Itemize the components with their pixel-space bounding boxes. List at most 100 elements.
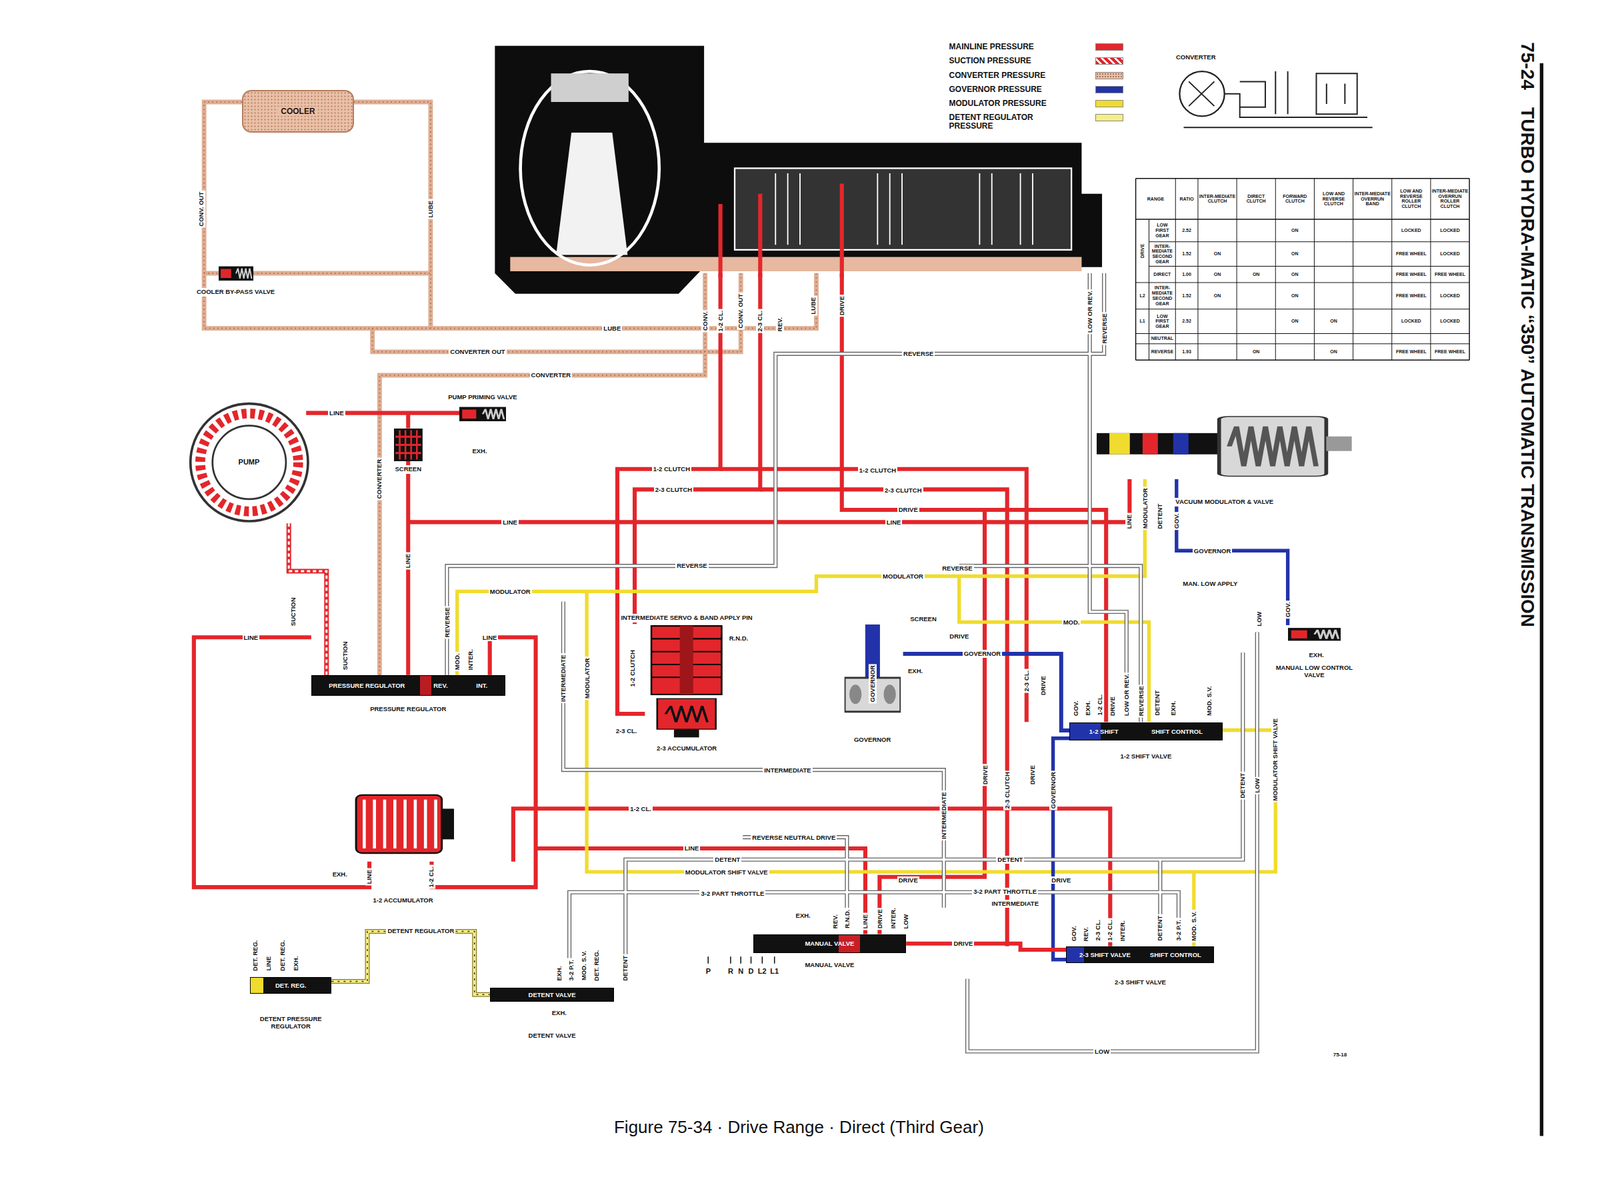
- node-caption: DETENT VALVE: [527, 1032, 578, 1041]
- legend-swatch: [1095, 57, 1124, 65]
- torque-converter: [520, 71, 660, 266]
- accumulator-spring: [666, 706, 708, 722]
- table-cell: ON: [1198, 242, 1237, 267]
- line-label: GOV.: [1284, 601, 1292, 620]
- accumulator-spring: [364, 799, 436, 848]
- table-cell: INTER-MEDIATE CLUTCH: [1198, 178, 1237, 220]
- table-cell: INTER-MEDIATE SECOND GEAR: [1148, 242, 1176, 267]
- node-label: PUMP: [236, 457, 263, 468]
- component-drawing: [1288, 625, 1342, 644]
- page-number: 75-24: [1517, 40, 1538, 92]
- table-rule: [1136, 333, 1470, 334]
- table-rule: [1175, 178, 1176, 360]
- line-label: GOVERNOR: [868, 664, 877, 704]
- table-cell: LOW FIRST GEAR: [1148, 219, 1176, 242]
- table-cell: INTER-MEDIATE SECOND GEAR: [1148, 282, 1176, 310]
- line-label: EXH.: [555, 965, 564, 983]
- connector-line: [331, 931, 490, 995]
- node-caption: INTERMEDIATE SERVO & BAND APPLY PIN: [619, 614, 754, 623]
- pump-gear: [200, 413, 298, 512]
- table-cell: FREE WHEEL: [1392, 282, 1431, 310]
- node-caption: 2-3 ACCUMULATOR: [655, 744, 718, 754]
- line-label: 2-3 CLUTCH: [883, 486, 923, 495]
- line-label: DET. REG.: [593, 948, 602, 982]
- table-cell: ON: [1314, 309, 1353, 334]
- modulator-land: [1110, 433, 1131, 455]
- accumulator-body: [356, 794, 442, 853]
- table-cell: ON: [1275, 309, 1314, 334]
- line-label: INTERMEDIATE: [990, 900, 1040, 908]
- line-label: 2-3 CLUTCH: [1003, 770, 1012, 810]
- line-label: DRIVE: [897, 506, 920, 514]
- node-label: INT.: [476, 682, 488, 690]
- modulator-housing: [1219, 416, 1327, 477]
- legend-swatch: [1095, 100, 1124, 108]
- line-label: DRIVE: [838, 294, 846, 317]
- line-label: SCREEN: [908, 615, 938, 624]
- node-text-row: DETENT VALVE: [490, 988, 614, 1002]
- table-cell: INTER-MEDIATE OVERRUN BAND: [1353, 178, 1392, 220]
- converter-dots: [204, 102, 816, 676]
- table-rule: [1314, 178, 1315, 360]
- line-label: EXH.: [550, 1009, 568, 1018]
- manual-valve: MANUAL VALVEMANUAL VALVE: [753, 934, 907, 954]
- line-label: MOD. S.V.: [1205, 684, 1214, 718]
- table-cell: FREE WHEEL: [1392, 242, 1431, 267]
- modulator-spring: [1229, 426, 1316, 467]
- regulator-valve: PRESSURE REGULATORREV.INT.PRESSURE REGUL…: [311, 675, 506, 696]
- connector: [331, 931, 490, 995]
- priming-valve: PUMP PRIMING VALVE: [459, 404, 506, 425]
- line-label: INTERMEDIATE: [559, 653, 568, 704]
- node-caption: SCREEN: [393, 465, 423, 474]
- table-rule: [1136, 343, 1470, 344]
- node-caption: GOVERNOR: [852, 736, 892, 745]
- table-cell: L2: [1136, 282, 1150, 310]
- line-label: INTER.: [466, 648, 475, 672]
- node-text-row: PUMP: [188, 401, 311, 524]
- node-text-row: MANUAL VALVE: [754, 935, 906, 953]
- table-cell: LOCKED: [1392, 309, 1431, 334]
- pump-hub: [212, 425, 286, 499]
- legend-text: GOVERNOR PRESSURE: [948, 85, 1069, 94]
- line-label: INTER.: [889, 907, 898, 931]
- line-label: CONVERTER: [1174, 53, 1218, 62]
- line-label: INTERMEDIATE: [940, 791, 948, 842]
- line-label: EXH.: [292, 954, 300, 972]
- line-label: DETENT: [713, 856, 742, 864]
- line-label: MOD.: [1062, 618, 1082, 627]
- table-cell: REVERSE: [1148, 344, 1176, 360]
- modulator-symbol: VACUUM MODULATOR & VALVE: [1096, 413, 1352, 480]
- line-label: L2: [756, 967, 768, 976]
- apply-pin: [680, 626, 694, 695]
- line-label: DET. REG.: [251, 938, 260, 972]
- connector: [288, 523, 327, 676]
- accumulator-cap: [442, 808, 454, 840]
- line-label: CONVERTER: [530, 371, 573, 380]
- valve-spring: [236, 268, 252, 279]
- modulator-line: [586, 591, 1276, 872]
- line-label: 3-2 P.T.: [1174, 918, 1183, 943]
- line-label: CONV. OUT: [736, 292, 745, 330]
- line-label: REVERSE: [902, 350, 935, 358]
- table-cell: FREE WHEEL: [1392, 344, 1431, 360]
- table-cell: LOCKED: [1430, 242, 1470, 267]
- governor-weight: [849, 684, 862, 704]
- line-label: MAN. LOW APPLY: [1181, 580, 1239, 588]
- vacuum-port: [1326, 436, 1352, 452]
- table-rule: [1136, 308, 1470, 310]
- legend: MAINLINE PRESSURESUCTION PRESSURECONVERT…: [948, 42, 1124, 136]
- table-cell: LOW AND REVERSE ROLLER CLUTCH: [1392, 178, 1431, 220]
- line-label: LINE: [404, 552, 412, 570]
- node-text-row: [1288, 625, 1342, 644]
- line-label: LOW: [1253, 776, 1262, 794]
- line-label: EXH.: [1170, 700, 1178, 718]
- legend-swatch: [1095, 72, 1124, 80]
- table-rule: [1148, 241, 1470, 242]
- table-cell: DIRECT CLUTCH: [1236, 178, 1276, 220]
- line-label: 2-3 CL.: [1094, 918, 1102, 943]
- gear-pack: [734, 168, 1072, 250]
- transmission-case: [494, 46, 1102, 294]
- table-rule: [1430, 178, 1431, 360]
- line-label: EXH.: [906, 667, 924, 676]
- table-cell: LOW FIRST GEAR: [1148, 309, 1176, 334]
